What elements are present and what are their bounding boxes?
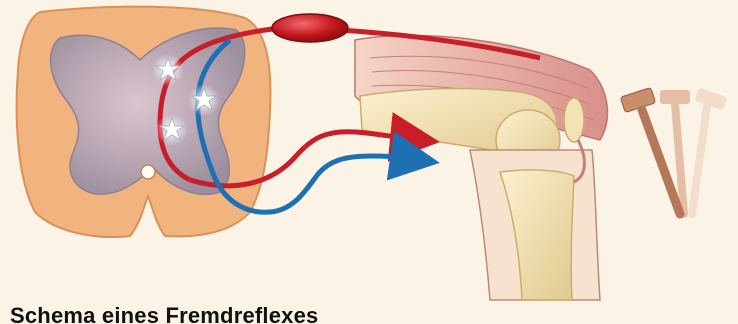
patella: [564, 98, 584, 142]
central-canal: [141, 165, 155, 179]
dorsal-root-ganglion: [272, 14, 348, 42]
neuron-star-icon: [152, 54, 184, 86]
neuron-star-icon: [156, 114, 188, 146]
reflex-hammer-icon: [620, 87, 727, 214]
leg-knee: [355, 35, 607, 300]
caption: Schema eines Fremdreflexes: [10, 305, 318, 324]
neuron-star-icon: [188, 84, 220, 116]
